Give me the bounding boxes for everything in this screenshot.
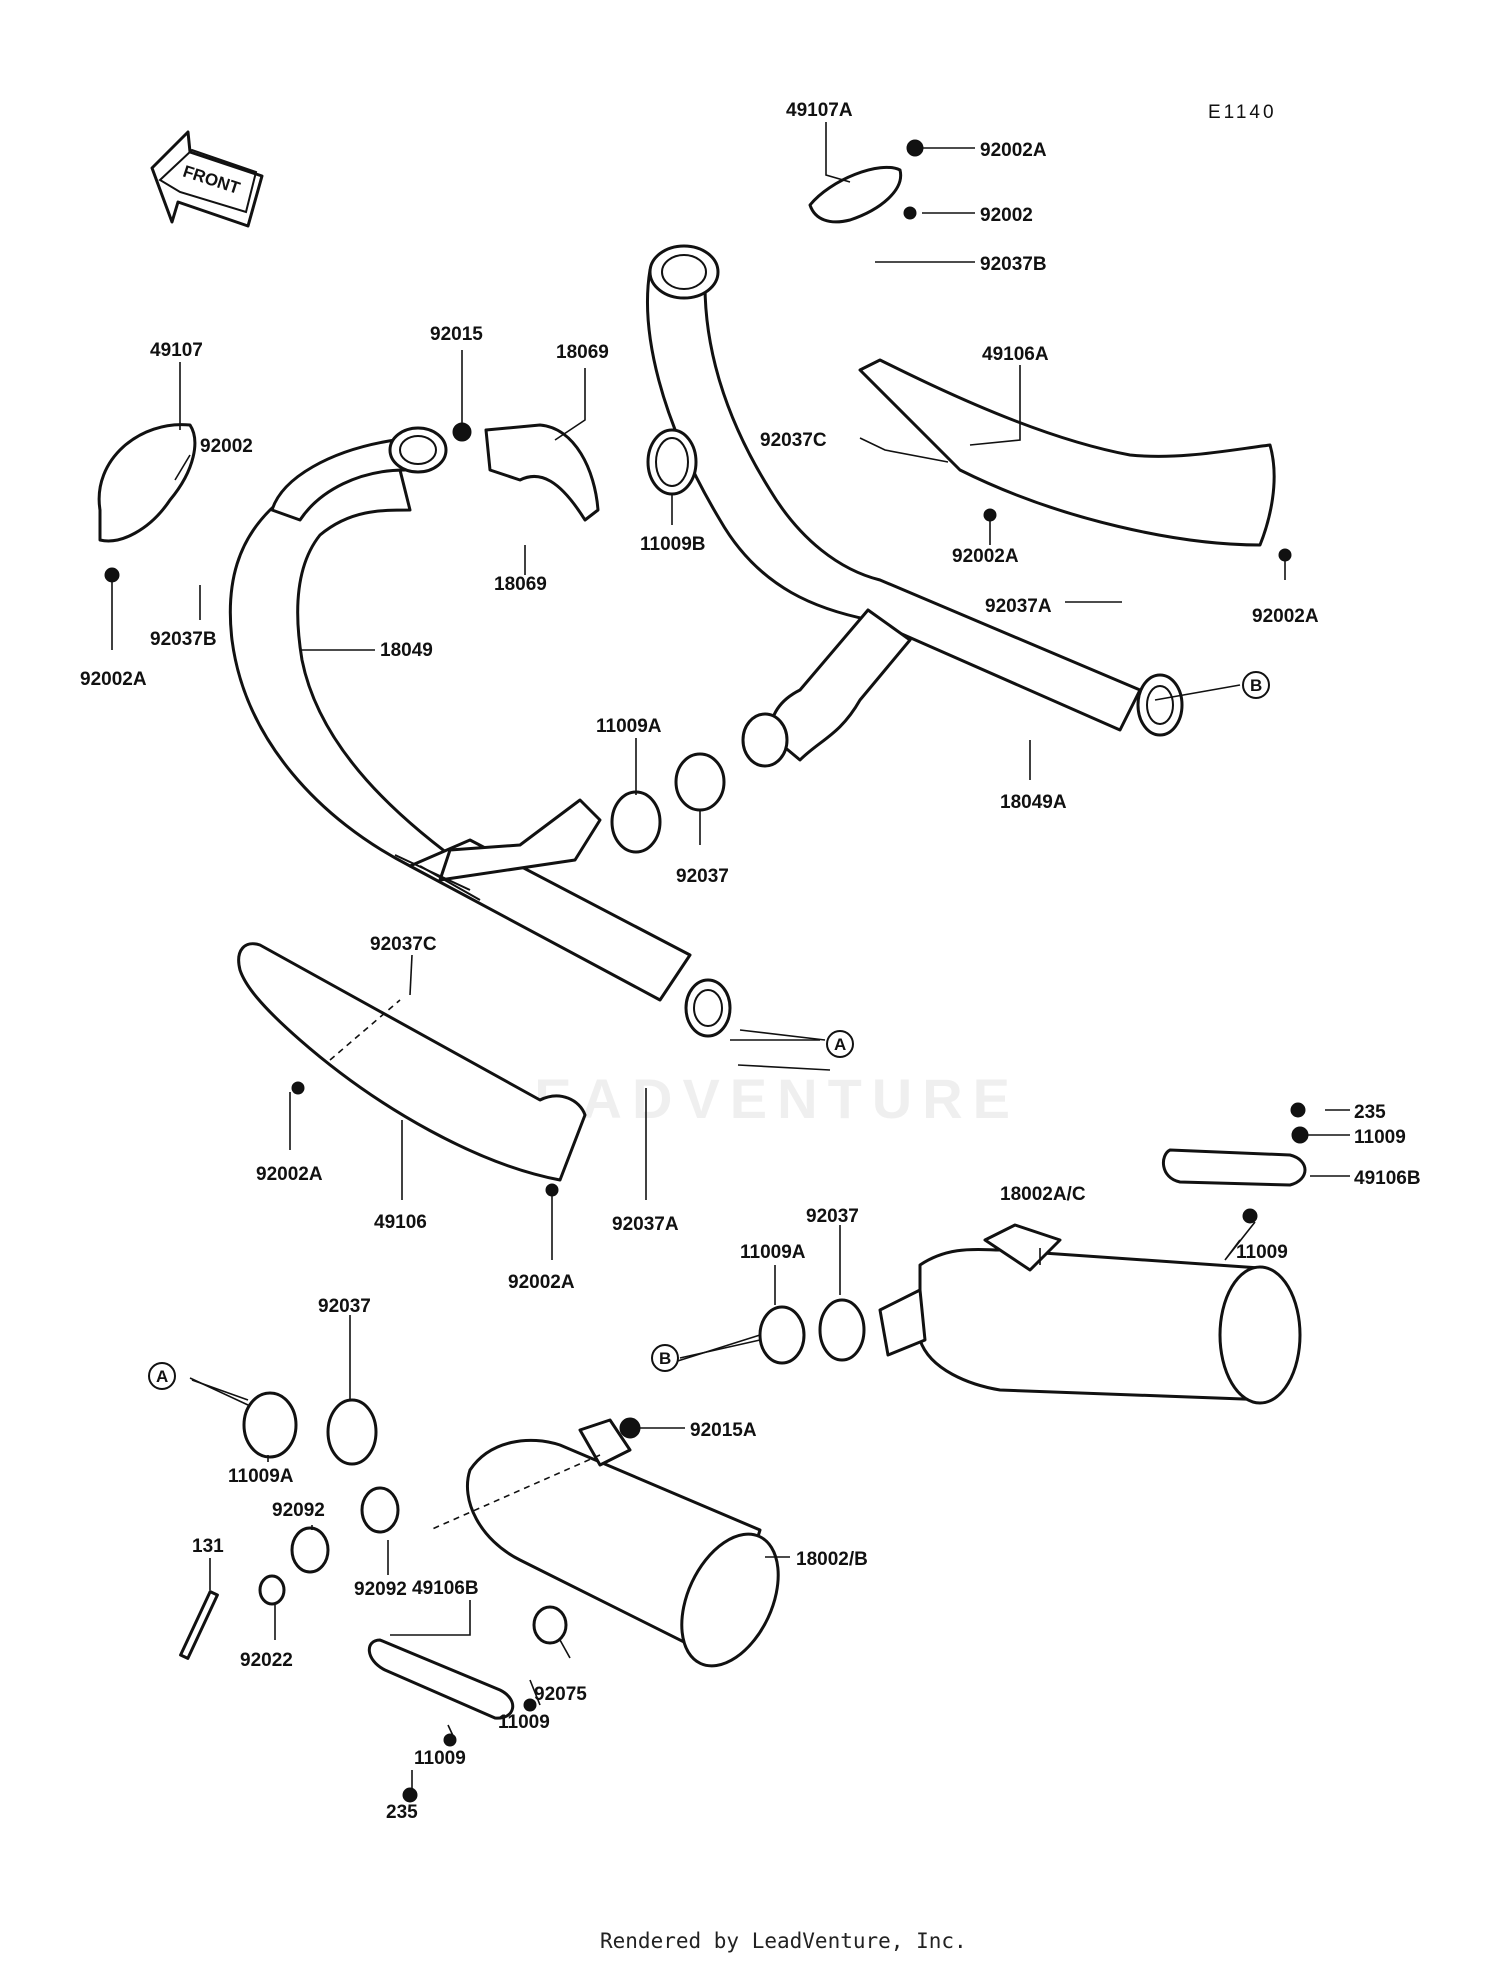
label-92022: 92022 (240, 1650, 293, 1671)
label-92015A: 92015A (690, 1420, 757, 1441)
label-92002A-2: 92002A (952, 546, 1019, 567)
label-92037B-2: 92037B (150, 629, 217, 650)
label-18069-2: 18069 (494, 574, 547, 595)
label-11009B: 11009B (640, 534, 706, 555)
grommet-92092-right (360, 1486, 400, 1534)
label-18069-1: 18069 (556, 342, 609, 363)
label-92092-1: 92092 (272, 1500, 325, 1521)
label-235-2: 235 (386, 1802, 418, 1823)
label-49107: 49107 (150, 340, 203, 361)
grommet-92075 (532, 1605, 568, 1645)
label-92002A-3: 92002A (1252, 606, 1319, 627)
label-92037C-1: 92037C (760, 430, 827, 451)
label-92015: 92015 (430, 324, 483, 345)
label-92037-2: 92037 (806, 1206, 859, 1227)
collar-11009A-mid (758, 1305, 806, 1365)
footer-credit: Rendered by LeadVenture, Inc. (600, 1929, 967, 1953)
label-92037-3: 92037 (318, 1296, 371, 1317)
muffler-18002-B (465, 1418, 780, 1668)
label-235-1: 235 (1354, 1102, 1386, 1123)
washer-92022 (258, 1574, 286, 1606)
label-49106B-1: 49106B (1354, 1168, 1421, 1189)
label-49106A: 49106A (982, 344, 1049, 365)
svg-text:A: A (156, 1367, 168, 1386)
label-92037A-1: 92037A (985, 596, 1052, 617)
fasteners (104, 139, 1309, 1803)
bracket-49106B-upper (1161, 1148, 1307, 1187)
label-49107A: 49107A (786, 100, 853, 121)
bolt-131 (179, 1590, 219, 1660)
leader-lines (111, 122, 1350, 1795)
ref-circle-b-upper: B (1242, 671, 1270, 699)
label-131: 131 (192, 1536, 224, 1557)
label-18002-B: 18002/B (796, 1549, 868, 1570)
label-92037C-2: 92037C (370, 934, 437, 955)
ref-circle-a-lower: A (148, 1362, 176, 1390)
label-49106: 49106 (374, 1212, 427, 1233)
label-11009-4: 11009 (414, 1748, 466, 1769)
heat-cover-49107A (808, 165, 903, 224)
label-18002A-C: 18002A/C (1000, 1184, 1086, 1205)
label-92002A-4: 92002A (80, 669, 147, 690)
label-11009-3: 11009 (498, 1712, 550, 1733)
gasket-11009B (646, 428, 698, 496)
label-92002A-5: 92002A (256, 1164, 323, 1185)
label-11009-1: 11009 (1354, 1127, 1406, 1148)
label-18049: 18049 (380, 640, 433, 661)
label-92002-1: 92002 (980, 205, 1033, 226)
collar-11009A-lower (242, 1391, 298, 1459)
exhaust-pipe-left (228, 426, 732, 1038)
bracket-49106B-lower (367, 1638, 514, 1720)
collar-11009A-upper (610, 790, 662, 854)
clamp-92037-upper (674, 752, 726, 812)
label-92092-2: 92092 (354, 1579, 407, 1600)
label-11009-2: 11009 (1236, 1242, 1288, 1263)
svg-text:B: B (1250, 676, 1262, 695)
svg-text:B: B (659, 1349, 671, 1368)
label-18049A: 18049A (1000, 792, 1067, 813)
exhaust-pipe-right (646, 244, 1184, 768)
grommet-92092-left (290, 1526, 330, 1574)
heat-cover-49106A (858, 358, 1276, 547)
label-92002-2: 92002 (200, 436, 253, 457)
heat-cover-49106 (237, 942, 587, 1182)
clamp-92037-lower (326, 1398, 378, 1466)
front-arrow-icon: FRONT (150, 130, 264, 228)
label-92037A-2: 92037A (612, 1214, 679, 1235)
diagram-code: E1140 (1208, 102, 1277, 123)
flange-18069 (484, 423, 600, 522)
label-11009A-2: 11009A (740, 1242, 806, 1263)
clamp-92037-mid (818, 1298, 866, 1362)
label-92037-1: 92037 (676, 866, 729, 887)
label-49106B-2: 49106B (412, 1578, 479, 1599)
ref-circle-a-upper: A (739, 1029, 854, 1058)
label-11009A-3: 11009A (228, 1466, 294, 1487)
label-92002A-1: 92002A (980, 140, 1047, 161)
label-92037B-1: 92037B (980, 254, 1047, 275)
heat-cover-49107 (97, 423, 197, 543)
label-11009A-1: 11009A (596, 716, 662, 737)
ref-circle-b-lower: B (651, 1344, 679, 1372)
muffler-18002A-C (878, 1223, 1302, 1405)
svg-text:A: A (834, 1035, 846, 1054)
label-92002A-6: 92002A (508, 1272, 575, 1293)
label-92075: 92075 (534, 1684, 587, 1705)
